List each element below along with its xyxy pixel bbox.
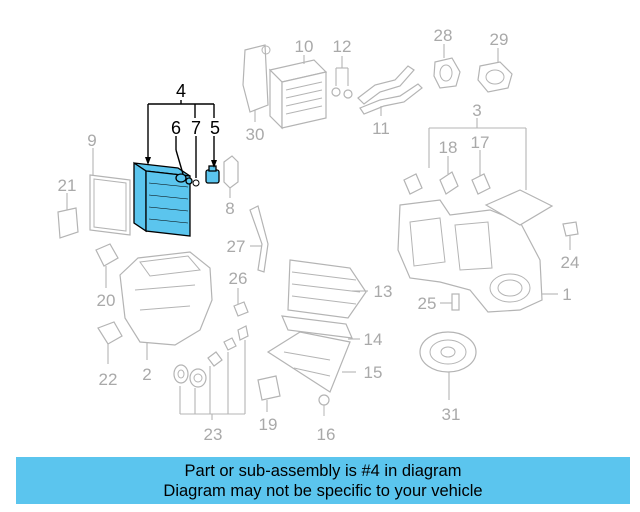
callout-21: 21: [58, 176, 77, 195]
callout-8: 8: [225, 199, 234, 218]
part-10-heater-core: [268, 55, 328, 130]
part-4-evaporator[interactable]: [133, 161, 191, 237]
callout-31: 31: [442, 405, 461, 424]
part-27-hose: [249, 205, 269, 273]
part-3-small: [403, 173, 423, 195]
part-24-clip: [562, 221, 579, 250]
part-23-seals: [173, 325, 249, 420]
part-26-clip: [233, 288, 249, 317]
callout-11: 11: [372, 119, 390, 138]
part-6-seal[interactable]: [175, 173, 193, 185]
banner-line-2: Diagram may not be specific to your vehi…: [163, 481, 483, 500]
part-8-flange: [223, 155, 239, 198]
part-16-screw: [318, 394, 330, 416]
part-13-filter: [287, 259, 368, 319]
part-28-seal: [433, 44, 461, 89]
callout-17: 17: [471, 133, 490, 152]
callout-4: 4: [176, 81, 186, 101]
callout-29: 29: [490, 30, 509, 49]
part-5-valve[interactable]: [205, 165, 220, 184]
info-banner: Part or sub-assembly is #4 in diagram Di…: [16, 457, 630, 504]
parts-diagram: 4 6 7 5 9 21 20 22 2 30: [57, 26, 580, 444]
part-31-blower: [419, 331, 477, 400]
callout-19: 19: [259, 415, 278, 434]
part-21-bracket: [57, 193, 79, 239]
callout-24: 24: [561, 253, 580, 272]
callout-22: 22: [99, 370, 118, 389]
callout-6: 6: [171, 118, 181, 138]
callout-28: 28: [434, 26, 453, 45]
callout-3: 3: [472, 101, 481, 120]
callout-27: 27: [227, 237, 246, 256]
callout-3-leaders: [428, 118, 527, 190]
callout-15: 15: [364, 363, 383, 382]
callout-1: 1: [562, 285, 571, 304]
callout-5: 5: [210, 118, 220, 138]
part-14-bracket: [281, 315, 360, 340]
callout-30: 30: [246, 125, 265, 144]
part-19-bracket: [257, 375, 281, 412]
callout-2: 2: [142, 365, 151, 384]
callout-7: 7: [191, 118, 201, 138]
part-17-bracket: [471, 150, 491, 195]
callout-20: 20: [97, 291, 116, 310]
part-9-filter: [89, 148, 131, 236]
callout-4-leaders: [145, 100, 217, 178]
callout-12: 12: [333, 37, 352, 56]
callout-13: 13: [374, 282, 393, 301]
part-1-main-housing: [397, 189, 558, 313]
part-18-bracket: [439, 156, 459, 195]
part-25-sensor: [440, 293, 460, 311]
banner-line-1: Part or sub-assembly is #4 in diagram: [184, 461, 462, 480]
part-22-clip: [97, 321, 123, 364]
part-2-housing: [119, 251, 213, 360]
part-29-seal: [477, 48, 513, 93]
callout-9: 9: [87, 131, 96, 150]
callout-10: 10: [295, 37, 314, 56]
part-11-pipes: [357, 65, 423, 116]
callout-26: 26: [229, 269, 248, 288]
callout-18: 18: [439, 138, 458, 157]
part-20-clip: [95, 243, 119, 288]
part-12-clips: [331, 56, 353, 99]
callout-23: 23: [204, 425, 223, 444]
callout-25: 25: [418, 294, 437, 313]
callout-16: 16: [317, 425, 336, 444]
callout-14: 14: [364, 330, 383, 349]
part-15-tray: [266, 331, 356, 393]
part-30-bracket: [242, 44, 271, 122]
part-7-oring[interactable]: [192, 179, 200, 187]
